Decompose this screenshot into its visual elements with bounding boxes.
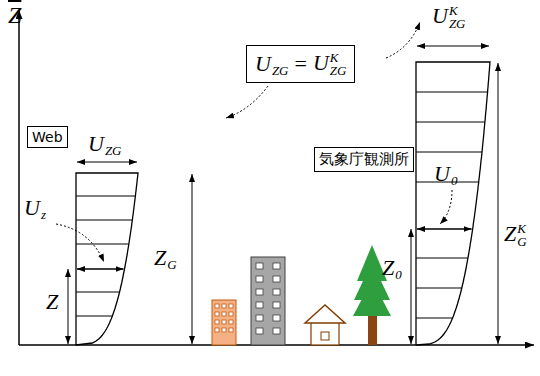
equation-box: UZG=UKZG bbox=[246, 45, 355, 83]
index-column: ZG bbox=[272, 52, 289, 77]
subscript: z bbox=[41, 208, 46, 221]
subscript: G bbox=[517, 235, 526, 248]
web-box: Web bbox=[27, 126, 68, 148]
equals-sign: = bbox=[295, 52, 307, 76]
subscript: G bbox=[167, 258, 176, 271]
grey-building bbox=[251, 257, 285, 345]
variable: U bbox=[88, 132, 104, 156]
variable: Z bbox=[8, 3, 21, 27]
subscript: ZG bbox=[330, 64, 347, 77]
variable: U bbox=[434, 162, 450, 186]
variable: Z bbox=[46, 290, 58, 314]
symbol: ZG bbox=[154, 246, 177, 271]
index-column: KZG bbox=[449, 4, 466, 30]
index-column: z bbox=[41, 196, 46, 221]
index-column: KZG bbox=[330, 51, 347, 77]
symbol: Z bbox=[8, 3, 21, 27]
height-arrow bbox=[68, 269, 69, 344]
symbol: U0 bbox=[434, 162, 457, 187]
subscript: ZG bbox=[105, 144, 122, 157]
index-column: ZG bbox=[105, 132, 122, 157]
variable: Z bbox=[504, 222, 516, 246]
variable: U bbox=[24, 196, 40, 220]
superscript: K bbox=[449, 4, 466, 17]
symbol: Z bbox=[46, 290, 58, 314]
symbol: UZG bbox=[255, 52, 289, 77]
leader-line bbox=[440, 190, 452, 224]
house bbox=[305, 305, 345, 345]
variable: Z bbox=[382, 256, 394, 280]
index-column: KG bbox=[517, 222, 526, 248]
leader-line bbox=[386, 22, 420, 58]
height-arrow bbox=[192, 174, 193, 344]
symbol: UKZG bbox=[313, 51, 347, 77]
symbol: Uz bbox=[24, 196, 46, 221]
index-column: G bbox=[167, 246, 176, 271]
variable: U bbox=[313, 51, 329, 75]
subscript: 0 bbox=[395, 268, 402, 281]
height-arrow bbox=[498, 63, 499, 344]
variable: Z bbox=[154, 246, 166, 270]
width-arrow bbox=[417, 46, 489, 47]
width-arrow bbox=[77, 162, 137, 163]
index-column: 0 bbox=[395, 256, 402, 281]
variable: U bbox=[432, 4, 448, 28]
superscript: K bbox=[517, 222, 526, 235]
superscript: K bbox=[330, 51, 347, 64]
leader-line bbox=[56, 224, 104, 262]
symbol: UKZG bbox=[432, 4, 466, 30]
wind-profile bbox=[416, 62, 490, 345]
index-column: 0 bbox=[451, 162, 458, 187]
station-box: 気象庁観測所 bbox=[314, 147, 414, 172]
symbol: UZG bbox=[88, 132, 122, 157]
box-label: 気象庁観測所 bbox=[319, 150, 409, 169]
symbol: Z0 bbox=[382, 256, 402, 281]
subscript: 0 bbox=[451, 174, 458, 187]
z-axis bbox=[18, 10, 20, 345]
symbol: ZKG bbox=[504, 222, 527, 248]
subscript: ZG bbox=[449, 17, 466, 30]
variable: U bbox=[255, 52, 271, 76]
height-arrow bbox=[411, 229, 412, 344]
orange-building bbox=[212, 300, 236, 345]
leader-line bbox=[226, 86, 268, 118]
box-label: Web bbox=[32, 129, 63, 145]
wind-profile bbox=[76, 173, 138, 345]
subscript: ZG bbox=[272, 64, 289, 77]
